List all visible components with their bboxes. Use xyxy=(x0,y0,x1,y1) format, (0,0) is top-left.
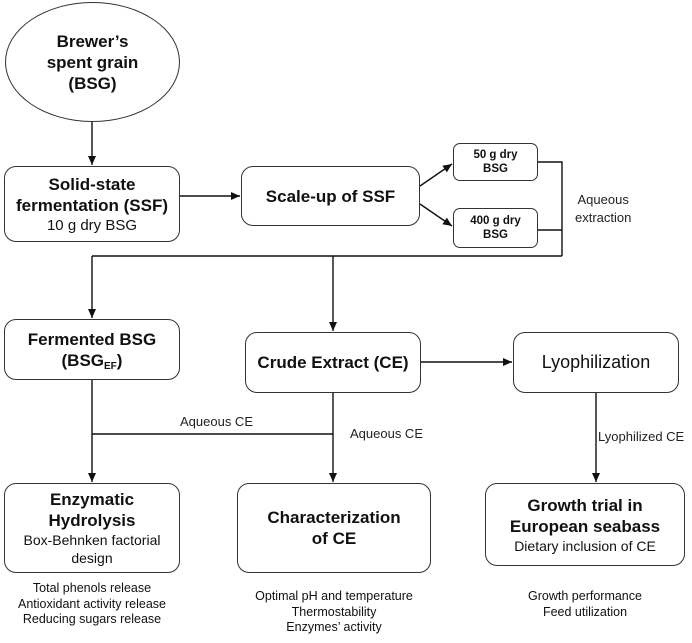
growth-line1: Growth trial in xyxy=(527,495,643,515)
fermented-close: ) xyxy=(116,350,123,370)
note-item: Enzymes’ activity xyxy=(286,620,382,634)
label-aqueous-extraction: Aqueous extraction xyxy=(575,191,631,227)
ssf-line1: Solid-state xyxy=(48,174,136,194)
note-item: Thermostability xyxy=(291,604,377,619)
node-fermented-bsg: Fermented BSG (BSGEF) xyxy=(4,319,180,380)
node-crude-extract: Crude Extract (CE) xyxy=(245,332,421,393)
enzymatic-line2: Hydrolysis xyxy=(48,511,136,530)
aqueous-extraction-line1: Aqueous xyxy=(577,192,629,207)
arrow-scaleup-to-400g xyxy=(419,203,453,227)
notes-characterization: Optimal pH and temperature Thermostabili… xyxy=(234,589,434,636)
enzymatic-line1: Enzymatic xyxy=(49,490,135,509)
note-item: Reducing sugars release xyxy=(22,612,162,626)
note-item: Growth performance xyxy=(528,589,642,603)
g50-line2: BSG xyxy=(483,163,508,175)
node-scale-up-ssf: Scale-up of SSF xyxy=(241,166,420,226)
arrow-scaleup-to-50g xyxy=(419,163,453,187)
note-item: Total phenols release xyxy=(32,581,152,595)
ssf-line3: 10 g dry BSG xyxy=(46,216,138,234)
characterization-line1: Characterization xyxy=(267,508,401,527)
note-item: Antioxidant activity release xyxy=(18,596,166,611)
bsg-line3: (BSG) xyxy=(68,73,117,93)
growth-line2: European seabass xyxy=(509,516,661,536)
node-lyophilization: Lyophilization xyxy=(513,332,679,393)
node-solid-state-fermentation: Solid-state fermentation (SSF) 10 g dry … xyxy=(4,166,180,242)
node-enzymatic-hydrolysis: Enzymatic Hydrolysis Box-Behnken factori… xyxy=(4,483,180,573)
notes-growth: Growth performance Feed utilization xyxy=(485,589,685,620)
fermented-line1: Fermented BSG xyxy=(27,329,157,349)
node-50g-dry-bsg: 50 g dry BSG xyxy=(453,143,538,181)
fermented-line2: (BSGEF) xyxy=(61,350,123,372)
g400-line2: BSG xyxy=(483,229,508,241)
aqueous-extraction-line2: extraction xyxy=(575,210,632,225)
enzymatic-line3: Box-Behnken factorial xyxy=(23,532,161,548)
g400-line1: 400 g dry xyxy=(470,215,521,227)
bsg-line1: Brewer’s xyxy=(56,31,129,51)
aqueous-extraction-connector xyxy=(538,161,563,256)
note-item: Feed utilization xyxy=(542,604,628,619)
label-lyophilized-ce: Lyophilized CE xyxy=(598,429,685,444)
lyo-label: Lyophilization xyxy=(541,352,651,372)
bsg-line2: spent grain xyxy=(46,52,139,72)
label-aqueous-ce-mid: Aqueous CE xyxy=(350,426,423,441)
g50-line1: 50 g dry xyxy=(473,149,518,161)
node-400g-dry-bsg: 400 g dry BSG xyxy=(453,208,538,248)
node-characterization-of-ce: Characterization of CE xyxy=(237,483,431,573)
node-brewers-spent-grain: Brewer’s spent grain (BSG) xyxy=(5,2,180,122)
notes-enzymatic: Total phenols release Antioxidant activi… xyxy=(0,581,184,628)
scaleup-label: Scale-up of SSF xyxy=(265,186,396,206)
fermented-bsg-text: (BSG xyxy=(61,350,105,370)
node-growth-trial: Growth trial in European seabass Dietary… xyxy=(485,483,685,566)
enzymatic-line4: design xyxy=(71,550,113,566)
characterization-line2: of CE xyxy=(311,529,357,548)
ssf-line2: fermentation (SSF) xyxy=(15,195,169,215)
fermented-subscript: EF xyxy=(104,360,117,372)
growth-line3: Dietary inclusion of CE xyxy=(514,537,656,554)
label-aqueous-ce-left: Aqueous CE xyxy=(180,414,253,429)
ce-label: Crude Extract (CE) xyxy=(257,353,409,372)
note-item: Optimal pH and temperature xyxy=(255,589,413,603)
